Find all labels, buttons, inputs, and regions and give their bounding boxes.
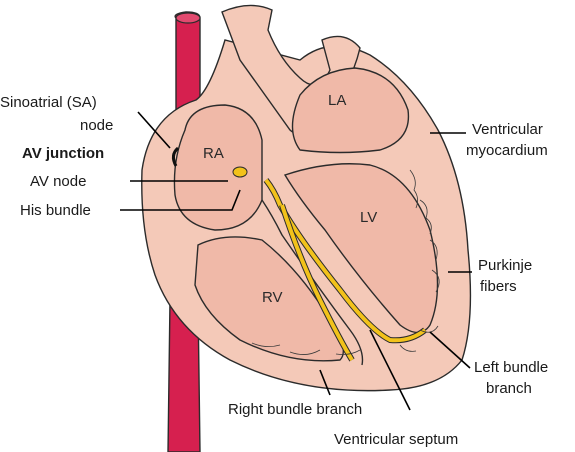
sa-node: [171, 146, 180, 167]
ventricular-septum-wall: [261, 199, 364, 366]
label-ra: RA: [203, 145, 224, 162]
left-atrium-cavity: [291, 67, 410, 154]
label-left-bundle-line2: branch: [486, 380, 532, 397]
label-left-bundle-line1: Left bundle: [474, 359, 548, 376]
label-rv: RV: [262, 289, 283, 306]
label-right-bundle-branch: Right bundle branch: [228, 401, 362, 418]
label-purkinje-line1: Purkinje: [478, 257, 532, 274]
label-ventricular-myocardium-line2: myocardium: [466, 142, 548, 159]
label-ventricular-myocardium-line1: Ventricular: [472, 121, 543, 138]
left-ventricle-cavity: [283, 163, 439, 334]
label-lv: LV: [360, 209, 377, 226]
label-his-bundle: His bundle: [20, 202, 91, 219]
av-node: [232, 166, 248, 178]
conduction-system: [263, 178, 427, 362]
label-purkinje-line2: fibers: [480, 278, 517, 295]
label-av-junction: AV junction: [22, 145, 104, 162]
label-av-node: AV node: [30, 173, 86, 190]
leader-lines: [120, 111, 472, 411]
label-sa-node-line2: node: [80, 117, 113, 134]
right-atrium-cavity: [173, 104, 263, 231]
label-la: LA: [328, 92, 346, 109]
label-ventricular-septum: Ventricular septum: [334, 431, 458, 448]
label-sa-node-line1: Sinoatrial (SA): [0, 94, 97, 111]
vena-cava: [167, 11, 201, 452]
